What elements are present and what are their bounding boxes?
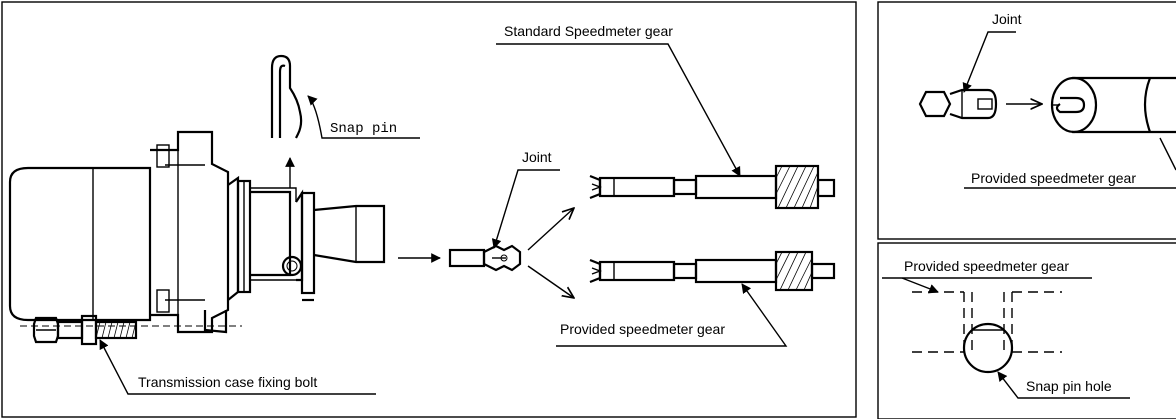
- snap-pin-hole-cross-section: [912, 291, 1062, 374]
- provided-gear-label: Provided speedmeter gear: [560, 321, 725, 337]
- snap-pin-label: Snap pin: [330, 121, 397, 137]
- fixing-bolt-leader: [99, 339, 376, 395]
- standard-speedmeter-gear-part: [589, 164, 836, 210]
- detail-gear-label: Provided speedmeter gear: [971, 170, 1136, 186]
- snap-pin-hole-label: Snap pin hole: [1026, 378, 1112, 394]
- snap-pin-part: [270, 54, 303, 139]
- detail-joint-part: [918, 88, 998, 120]
- standard-gear-leader: [496, 43, 741, 177]
- provided-gear-leader: [556, 283, 788, 347]
- joint-label: Joint: [522, 149, 552, 165]
- fixing-bolt-label: Transmission case fixing bolt: [138, 374, 317, 390]
- detail-gear-leader: [1159, 137, 1176, 171]
- fixing-bolt-part: [32, 314, 138, 346]
- top-right-panel-frame: [877, 1, 1176, 240]
- snap-pin-leader: [307, 95, 420, 139]
- joint-to-standard-gear-arrow: [527, 208, 574, 251]
- joint-to-provided-gear-arrow: [527, 265, 574, 298]
- snap-pin-hole-leader: [997, 371, 1130, 399]
- transmission-housing: [8, 130, 386, 334]
- cross-section-gear-label: Provided speedmeter gear: [904, 258, 1069, 274]
- joint-leader: [491, 169, 560, 249]
- bottom-right-panel-frame: [877, 242, 1176, 419]
- standard-gear-label: Standard Speedmeter gear: [504, 23, 673, 39]
- detail-joint-label: Joint: [992, 11, 1022, 27]
- cross-section-gear-leader: [901, 277, 939, 294]
- provided-speedmeter-gear-part: [589, 250, 836, 292]
- detail-joint-leader: [962, 31, 1016, 93]
- joint-part: [448, 244, 522, 272]
- detail-gear-end-part: [1050, 76, 1176, 134]
- main-panel-frame: [1, 1, 857, 418]
